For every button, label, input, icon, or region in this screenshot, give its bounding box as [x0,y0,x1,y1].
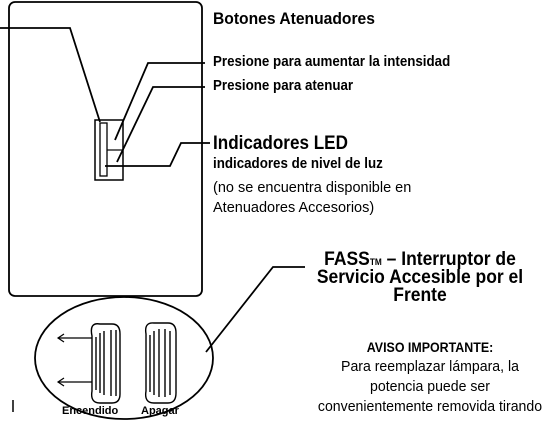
fass-heading: FASSTM – Interruptor de Servicio Accesib… [291,249,546,307]
dimmer-buttons-title: Botones Atenuadores [213,9,375,28]
led-note-line2: Atenuadores Accesorios) [213,200,375,216]
raise-label: Presione para aumentar la intensidad [213,54,451,70]
led-note-line1: (no se encuentra disponible en [213,180,412,196]
leader-fass [205,266,305,353]
warning-line2: potencia puede ser [370,378,490,395]
trademark-mark: TM [369,257,382,267]
warning-line1: Para reemplazar lámpara, la [341,358,519,375]
lower-label: Presione para atenuar [213,78,354,94]
wallplate [8,1,203,297]
warning-line3: convenientemente removida tirando [317,398,543,415]
leader-led [105,142,210,167]
fass-circle [34,296,214,420]
switch-on-illustration [90,323,121,404]
fass-line3: Frente [393,285,447,307]
leader-left [0,27,101,123]
fass-line1: FASSTM – Interruptor de [324,249,516,270]
warning-heading: AVISO IMPORTANTE: [366,340,494,355]
switch-off-illustration [144,322,177,404]
switch-off-label: Apagar [141,405,179,417]
switch-on-label: Encendido [62,405,119,417]
led-strip [99,122,108,177]
fass-line2: Servicio Accesible por el [316,267,524,289]
led-subheading: indicadores de nivel de luz [213,156,383,172]
led-heading: Indicadores LED [213,133,348,154]
leader-lower [116,86,205,163]
leader-raise [114,62,205,141]
